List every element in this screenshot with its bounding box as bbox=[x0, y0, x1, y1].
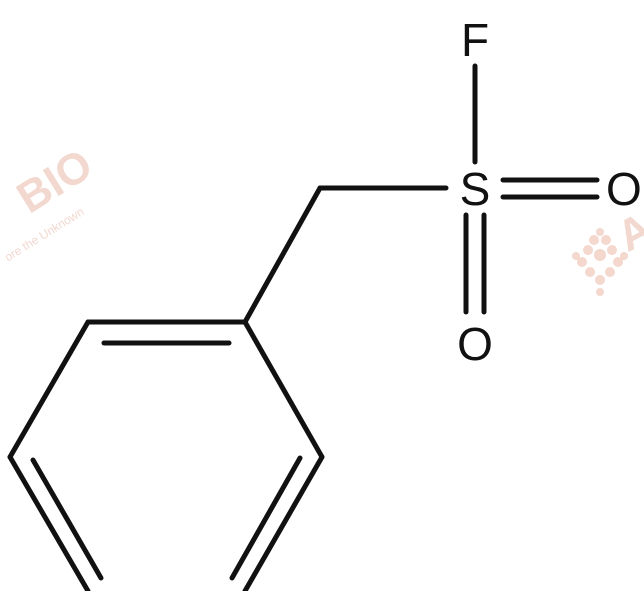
ring-bond-upper-right bbox=[242, 319, 325, 460]
benzene-ring bbox=[7, 319, 325, 591]
atom-sulfur-label: S bbox=[460, 163, 491, 215]
watermark-right: A bbox=[572, 203, 644, 296]
atom-oxygen-right-label: O bbox=[606, 163, 642, 215]
atom-oxygen-bottom-label: O bbox=[457, 318, 493, 370]
ring-bond-lower-right bbox=[242, 454, 325, 591]
ring-bond-upper-left bbox=[7, 319, 91, 460]
atom-fluorine-label: F bbox=[461, 14, 489, 66]
watermark-left-brand: BIO bbox=[9, 140, 101, 223]
ring-bond-lower-left-inner bbox=[30, 457, 104, 581]
bond-ring-to-ch2 bbox=[242, 185, 323, 325]
watermark-left: BIO ore the Unknown bbox=[2, 140, 101, 264]
ring-bond-lower-right-inner bbox=[229, 455, 303, 581]
ring-bond-lower-left bbox=[7, 454, 91, 591]
watermark-logo-icon bbox=[572, 228, 628, 296]
